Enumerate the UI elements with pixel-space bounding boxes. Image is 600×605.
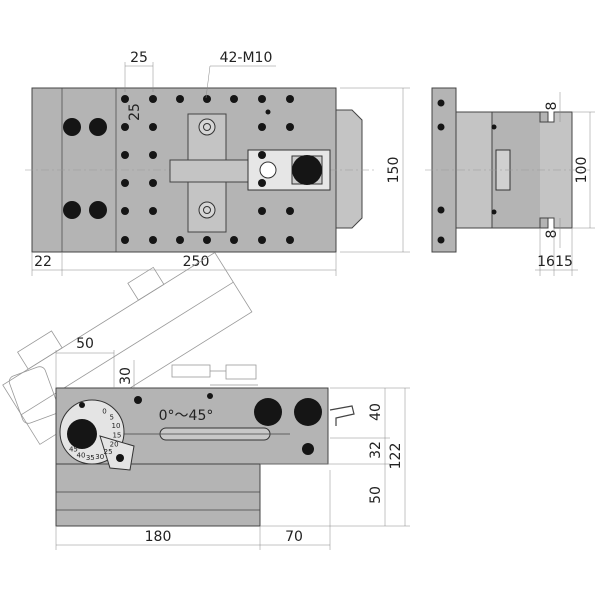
m10-hole [286,95,294,103]
dim-front-180: 180 [145,529,172,545]
dim-jaw-height: 100 [574,157,590,184]
dim-front-50-right: 50 [368,486,384,504]
dim-front-30: 30 [118,367,134,385]
dim-side-16: 16 [537,254,555,270]
dim-bottom-step: 8 [544,230,560,239]
dial-label: 25 [104,448,113,456]
m10-hole [258,151,266,159]
main-bolt-hole [292,155,322,185]
mount-hole [63,201,81,219]
dim-front-32: 32 [368,441,384,459]
front-view-base [55,463,261,527]
dim-hole-pitch: 25 [130,50,148,66]
m10-hole [149,207,157,215]
m10-hole [258,236,266,244]
m10-hole [258,95,266,103]
m10-hole [203,95,211,103]
dim-front-50-top: 50 [76,336,94,352]
dim-hole-spec: 42-M10 [220,50,273,66]
dim-total-height: 150 [386,157,402,184]
m10-hole [149,123,157,131]
dial-label: 5 [109,414,113,422]
pivot-bolt [67,419,97,449]
side-view: 100 8 8 16 15 [425,87,595,276]
angle-range-label: 0°～45° [159,408,214,424]
m10-hole [121,179,129,187]
m10-hole [286,236,294,244]
dial-label: 45 [69,446,78,454]
dial-label: 30 [95,453,104,461]
movable-jaw-outline [335,109,363,229]
m10-hole [286,207,294,215]
front-bolt-hole [254,398,282,426]
top-view: 25 42-M10 25 22 250 150 [25,50,410,276]
m10-hole [121,207,129,215]
dim-total-width: 250 [183,254,210,270]
dial-label: 0 [102,407,106,415]
mount-hole [63,118,81,136]
m10-hole [258,179,266,187]
dial-label: 15 [112,432,121,440]
m10-hole [258,207,266,215]
dim-hole-pitch-vertical: 25 [127,103,143,121]
dial-label: 20 [110,441,119,449]
m10-hole [121,95,129,103]
m10-hole [203,236,211,244]
m10-hole [149,236,157,244]
m10-hole [286,123,294,131]
m10-hole [258,123,266,131]
m10-hole [230,95,238,103]
m10-hole [176,236,184,244]
m10-hole [121,236,129,244]
dim-side-15: 15 [555,254,573,270]
front-bolt-hole [294,398,322,426]
dim-front-122: 122 [388,443,404,470]
m10-hole-grid [121,95,294,244]
dial-label: 40 [77,452,86,460]
m10-hole [121,151,129,159]
m10-hole [149,179,157,187]
dim-edge-offset: 22 [34,254,52,270]
m10-hole [176,95,184,103]
clamp-screw-bottom [198,201,216,219]
m10-hole [149,151,157,159]
clamp-screw-top [198,118,216,136]
dim-front-40: 40 [368,403,384,421]
dim-front-70: 70 [285,529,303,545]
m10-hole [149,95,157,103]
mount-hole [89,201,107,219]
dial-label: 10 [112,422,121,430]
mount-hole [89,118,107,136]
dim-top-step: 8 [544,102,560,111]
m10-hole [121,123,129,131]
dial-label: 35 [86,454,95,462]
m10-hole [230,236,238,244]
